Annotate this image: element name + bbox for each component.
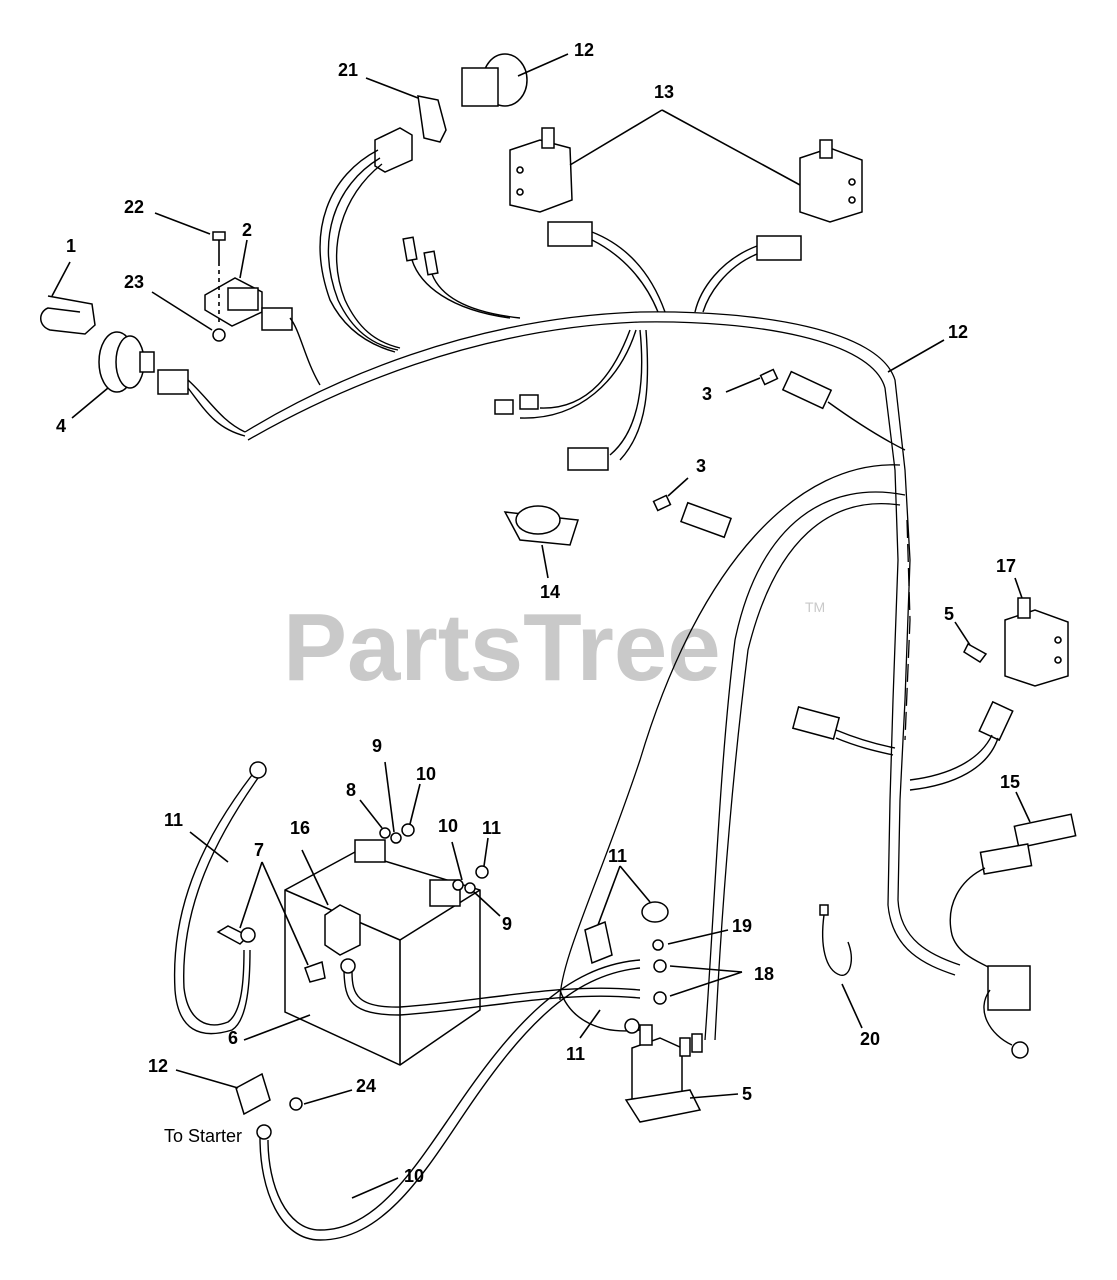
solenoid-branch-harness — [559, 464, 906, 1041]
part-27-screw: 22 — [124, 197, 226, 325]
part-3-fuse-lower: 3 — [652, 456, 732, 539]
callout-22: 17 — [996, 556, 1016, 576]
to-starter-caption: To Starter — [164, 1126, 242, 1146]
part-4-switch: 4 — [56, 331, 246, 437]
callout-4: 4 — [56, 416, 66, 436]
callout-19: 14 — [540, 582, 560, 602]
part-12-boot-lower: 12 — [148, 1056, 271, 1116]
part-22-switch: 17 — [996, 556, 1069, 687]
hardware-9-10-11-right: 10 11 9 — [438, 816, 512, 934]
callout-9a: 8 — [346, 780, 356, 800]
watermark-trademark: TM — [805, 599, 825, 615]
part-14-cable: 11 — [559, 989, 641, 1064]
part-13-starter-cable: 10 To Starter — [164, 959, 641, 1241]
part-20-connector: 15 — [949, 772, 1077, 969]
part-8-bolts: 7 — [216, 840, 326, 983]
callout-17-group: 12 — [887, 322, 968, 373]
spade-terminals-top — [402, 236, 521, 319]
callout-16: 12 — [574, 40, 594, 60]
part-2-relay: 2 — [204, 220, 321, 386]
callout-17: 12 — [948, 322, 968, 342]
callout-3b: 3 — [696, 456, 706, 476]
part-29-nut: 24 — [289, 1076, 376, 1111]
part-28-nut: 23 — [124, 272, 226, 342]
callout-29: 24 — [356, 1076, 376, 1096]
callout-13: 10 — [404, 1166, 424, 1186]
callout-12b: 12 — [148, 1056, 168, 1076]
callout-7: 6 — [228, 1028, 238, 1048]
callout-2: 2 — [242, 220, 252, 240]
part-24-washer: 19 — [652, 916, 752, 951]
part-12-boot-upper-right: 11 — [597, 846, 669, 926]
callout-18-group: 13 — [569, 82, 801, 186]
callout-20: 15 — [1000, 772, 1020, 792]
part-5-solenoid: 5 — [624, 1024, 752, 1123]
callout-5: 5 — [742, 1084, 752, 1104]
part-16-key-switch: 12 — [461, 40, 594, 107]
watermark: PartsTree — [283, 594, 721, 701]
battery-positive-cable — [340, 958, 641, 1016]
part-7-battery: 6 — [228, 839, 481, 1066]
callout-8: 7 — [254, 840, 264, 860]
main-harness — [244, 311, 961, 976]
callout-24: 19 — [732, 916, 752, 936]
hardware-9-10-11-left: 8 9 10 — [346, 736, 436, 844]
ground-lead-right — [983, 965, 1031, 1059]
part-18-switch-left — [509, 127, 573, 213]
switch-plugs-18 — [547, 221, 802, 313]
part-23-nuts: 18 — [653, 959, 774, 1005]
part-26-connector: 21 — [338, 60, 447, 143]
callout-18: 13 — [654, 82, 674, 102]
callout-23: 18 — [754, 964, 774, 984]
part-6-screw: 5 — [944, 604, 988, 664]
callout-28: 23 — [124, 272, 144, 292]
part-12-boot-upper-left — [584, 920, 613, 965]
lower-harness-branches — [494, 329, 649, 471]
callout-11a: 10 — [416, 764, 436, 784]
right-harness-plugs — [791, 700, 1014, 791]
callout-27: 22 — [124, 197, 144, 217]
callout-12a: 11 — [608, 846, 627, 866]
callout-10a: 9 — [372, 736, 382, 756]
part-25-wire: 20 — [819, 904, 880, 1049]
callout-3a: 3 — [702, 384, 712, 404]
callout-25: 20 — [860, 1029, 880, 1049]
part-19-buzzer: 14 — [503, 505, 579, 602]
key-switch-plug — [319, 127, 413, 353]
part-1-clip: 1 — [40, 236, 96, 335]
callout-1: 1 — [66, 236, 76, 256]
part-21-terminal-cover: 16 — [290, 818, 361, 956]
callout-9b: 9 — [502, 914, 512, 934]
callout-14: 11 — [566, 1044, 585, 1064]
callout-21: 16 — [290, 818, 310, 838]
part-3-fuse-upper: 3 — [702, 368, 906, 451]
callout-26: 21 — [338, 60, 358, 80]
part-18-switch-right — [799, 139, 863, 223]
callout-11b: 11 — [482, 818, 501, 838]
callout-10b: 10 — [438, 816, 458, 836]
part-15-ground-cable: 11 — [164, 761, 267, 1035]
callout-6: 5 — [944, 604, 954, 624]
callout-15: 11 — [164, 810, 183, 830]
